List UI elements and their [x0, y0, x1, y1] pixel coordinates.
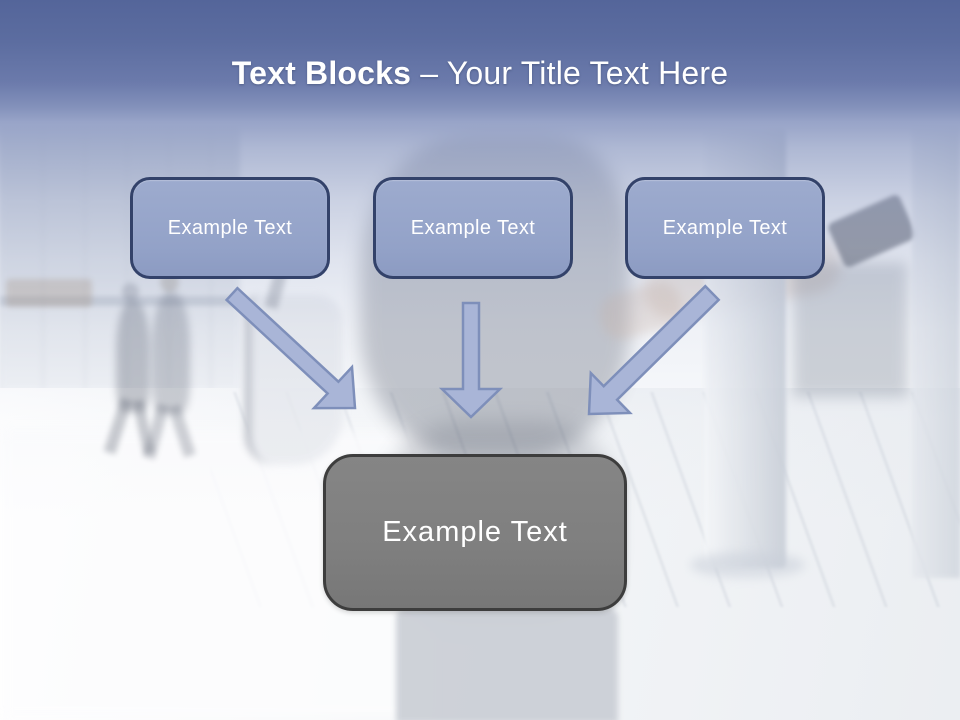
- down-right-arrow[interactable]: [224, 286, 357, 410]
- down-left-arrow[interactable]: [587, 284, 721, 416]
- summary-block[interactable]: Example Text: [323, 454, 627, 611]
- text-block-2-label: Example Text: [410, 216, 536, 239]
- text-block-2[interactable]: Example Text: [373, 177, 573, 279]
- summary-block-label: Example Text: [382, 516, 568, 548]
- slide-title[interactable]: Text Blocks – Your Title Text Here: [0, 51, 960, 95]
- down-arrow[interactable]: [438, 301, 504, 419]
- text-block-1-label: Example Text: [167, 216, 293, 239]
- title-regular-text: – Your Title Text Here: [420, 55, 729, 91]
- text-block-1[interactable]: Example Text: [130, 177, 330, 279]
- text-block-3-label: Example Text: [662, 216, 788, 239]
- text-block-3[interactable]: Example Text: [625, 177, 825, 279]
- title-bold-text: Text Blocks: [231, 55, 412, 91]
